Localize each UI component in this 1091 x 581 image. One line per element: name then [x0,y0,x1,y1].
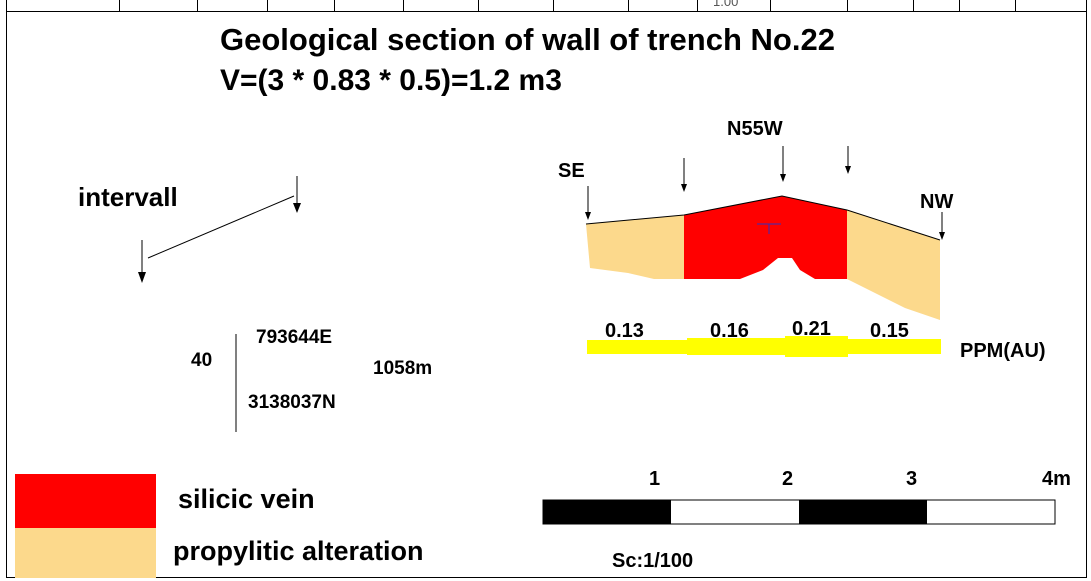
interval-label: intervall [78,182,178,212]
sample-arrow [939,212,945,240]
scale-bar-segment [543,500,671,524]
legend-label-propylitic: propylitic alteration [173,536,424,566]
legend-label-silicic: silicic vein [178,484,315,514]
table-cell-divider [478,0,479,12]
header-table: 1.00 [6,0,1087,12]
assay-bar-segment [848,339,941,354]
sample-arrow [780,146,786,182]
table-cell-divider [334,0,335,12]
scale-tick-label: 2 [782,468,794,490]
assay-bar-segment [687,338,785,355]
section-end-nw: NW [920,191,954,213]
elevation-value: 1058m [373,358,433,379]
point-number: 40 [191,350,213,371]
section-end-se: SE [558,160,585,182]
assay-bar-segment [587,340,687,354]
table-cell-divider [913,0,914,12]
scale-ratio: Sc:1/100 [612,550,694,572]
table-cell-divider [770,0,771,12]
assay-value: 0.16 [710,320,749,342]
scale-tick-label: 1 [649,468,661,490]
table-cell-divider [959,0,960,12]
assay-value: 0.21 [792,318,831,340]
assay-value: 0.13 [605,320,644,342]
interval-arrow-left [138,240,146,283]
scale-tick-label: 4m [1042,468,1071,490]
assay-bar-segment [785,336,848,357]
interval-line [147,195,295,259]
scale-tick-label: 3 [906,468,918,490]
ground-surface-line [585,195,941,241]
assay-value: 0.15 [870,320,909,342]
table-cell-divider [628,0,629,12]
alteration-zone-right [847,210,940,320]
table-cell-value: 1.00 [713,0,739,9]
alteration-zone-left [586,215,684,279]
sample-arrow [585,186,591,220]
northing-value: 3138037N [248,392,336,413]
volume-formula: V=(3 * 0.83 * 0.5)=1.2 m3 [220,64,562,97]
table-cell-divider [553,0,554,12]
table-cell-divider [697,0,698,12]
sample-arrow [845,146,851,174]
figure-frame [6,12,1087,578]
table-cell-divider [267,0,268,12]
table-cell-divider [403,0,404,12]
easting-value: 793644E [256,327,333,348]
legend-swatch-silicic [15,474,156,528]
scale-bar-segment [799,500,927,524]
assay-unit-label: PPM(AU) [960,340,1046,362]
legend-swatch-propylitic [15,528,156,578]
silicic-vein-zone [684,196,847,279]
table-cell-divider [119,0,120,12]
figure-title: Geological section of wall of trench No.… [220,22,835,57]
table-cell-divider [847,0,848,12]
table-cell-divider [197,0,198,12]
interval-arrow-right [293,176,301,213]
sample-arrow [681,158,687,192]
direction-label: N55W [727,118,783,140]
table-cell-divider [1015,0,1016,12]
